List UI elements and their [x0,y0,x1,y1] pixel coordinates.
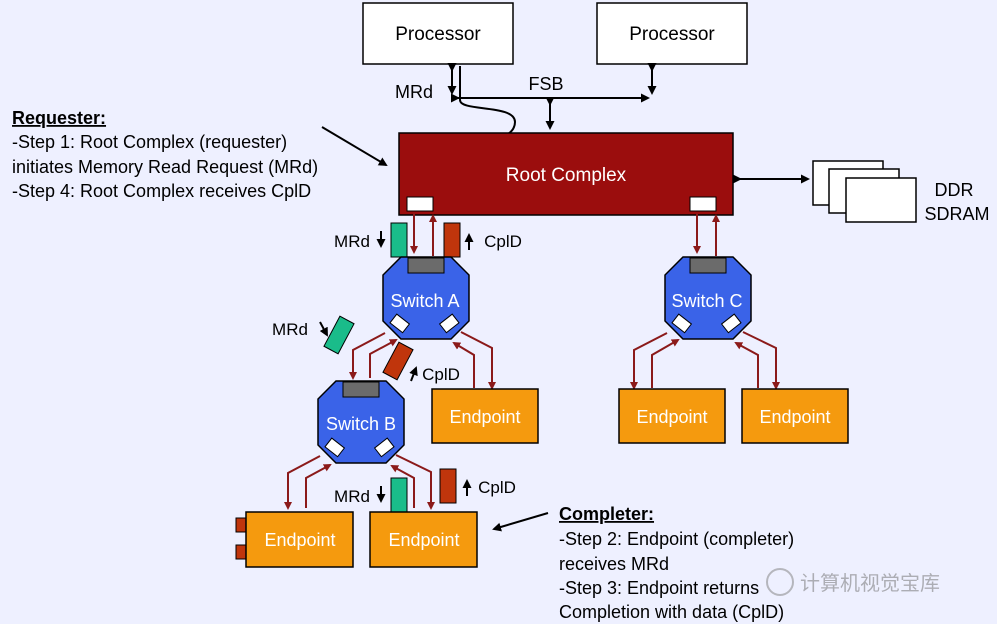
completer-pointer-arrow [492,512,549,532]
down-arrow-icon [319,321,328,337]
switch-a-label: Switch A [390,291,459,311]
requester-title: Requester: [12,108,106,128]
link-rc-switch-c [693,213,720,256]
mrd-label-1: MRd [334,232,370,251]
processor-label-2: Processor [629,24,715,45]
processor-node-2: Processor [596,2,748,65]
link-switch-b-endpoint-2 [390,454,435,510]
mrd-packet-2 [323,315,355,355]
endpoint-switch-a: Endpoint [431,388,539,444]
requester-pointer-arrow [321,126,388,167]
fsb-bus [447,63,657,130]
switch-c-label: Switch C [671,291,742,311]
endpoint-switch-b-1: Endpoint [235,511,354,568]
completer-line-3: -Step 3: Endpoint returns [559,578,759,598]
mrd-packet-1 [390,222,408,258]
link-switch-a-endpoint [452,331,496,390]
cpld-label-1: CplD [484,232,522,251]
processor-label-1: Processor [395,24,481,45]
endpoint-label: Endpoint [264,530,335,550]
link-switch-b-endpoint-1 [284,455,332,510]
watermark: 计算机视觉宝库 [766,568,940,596]
watermark-text: 计算机视觉宝库 [800,572,940,595]
cpld-packet-1 [443,222,461,258]
completer-line-4: Completion with data (CplD) [559,602,784,622]
completer-line-1: -Step 2: Endpoint (completer) [559,529,794,549]
cpld-packet-3 [439,468,457,504]
root-complex-label: Root Complex [506,165,627,186]
wechat-icon [766,568,794,596]
processor-node-1: Processor [362,2,514,65]
endpoint-switch-c-2: Endpoint [741,388,849,444]
endpoint-label: Endpoint [388,530,459,550]
link-switch-c-endpoint-1 [630,332,680,390]
mrd-label-3: MRd [334,487,370,506]
memory-label-line1: DDR [935,180,974,200]
endpoint-switch-c-1: Endpoint [618,388,726,444]
endpoint-label: Endpoint [636,407,707,427]
mrd-label-top: MRd [395,82,433,102]
root-complex-node: Root Complex [398,132,734,216]
endpoint-label: Endpoint [449,407,520,427]
switch-c-node: Switch C [664,256,752,340]
link-switch-c-endpoint-2 [734,331,780,390]
switch-a-node: Switch A [382,256,470,340]
cpld-label-3: CplD [478,478,516,497]
link-rc-switch-a [410,213,437,256]
root-port-c [689,196,717,212]
endpoint-label: Endpoint [759,407,830,427]
completer-callout: Completer: -Step 2: Endpoint (completer)… [559,504,794,622]
ddr-sdram-stack [812,160,917,223]
root-port-a [406,196,434,212]
link-switch-a-switch-b [349,332,398,380]
endpoint-switch-b-2: Endpoint [369,511,478,568]
memory-label-line2: SDRAM [924,204,989,224]
cpld-packet-2 [382,341,414,381]
requester-line-2: initiates Memory Read Request (MRd) [12,157,318,177]
mrd-label-2: MRd [272,320,308,339]
completer-title: Completer: [559,504,654,524]
up-arrow-icon [409,366,418,382]
requester-callout: Requester: -Step 1: Root Complex (reques… [12,108,318,201]
mrd-packet-3 [390,477,408,513]
fsb-label: FSB [528,74,563,94]
cpld-label-2: CplD [422,365,460,384]
requester-line-3: -Step 4: Root Complex receives CplD [12,181,311,201]
switch-b-label: Switch B [326,414,396,434]
completer-line-2: receives MRd [559,554,669,574]
requester-line-1: -Step 1: Root Complex (requester) [12,132,287,152]
switch-b-node: Switch B [317,380,405,464]
